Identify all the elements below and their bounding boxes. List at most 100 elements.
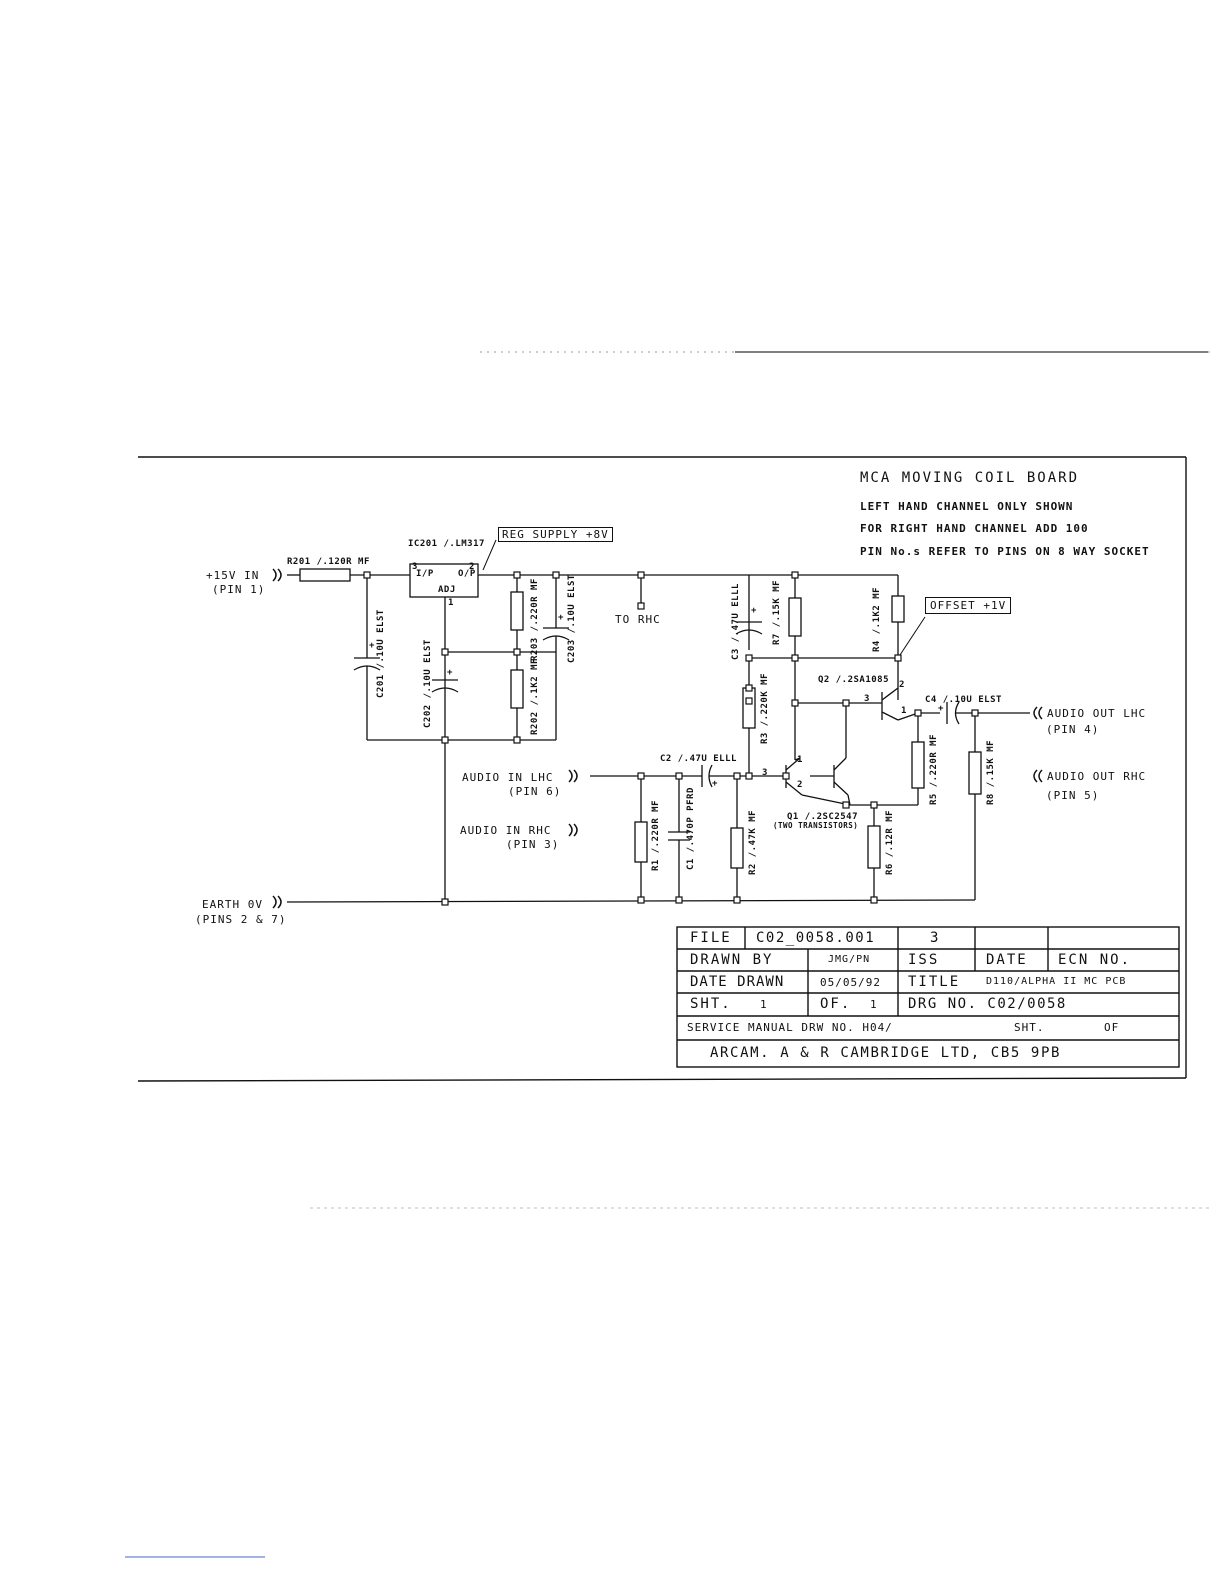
- q1-pin1: 1: [797, 755, 803, 765]
- c4-label: C4 /.10U ELST: [925, 695, 1002, 705]
- c201-label: C201 /.10U ELST: [376, 609, 386, 698]
- to-rhc-label: TO RHC: [615, 613, 661, 626]
- c3-plus: +: [751, 606, 757, 616]
- tb-file-value: C02_0058.001: [756, 930, 876, 946]
- tb-title-value: D110/ALPHA II MC PCB: [986, 976, 1127, 987]
- ic201-pin3: 3: [412, 562, 418, 572]
- q1-pin3: 3: [762, 768, 768, 778]
- note-pin-numbers: PIN No.s REFER TO PINS ON 8 WAY SOCKET: [860, 545, 1150, 558]
- input-section: [590, 764, 786, 900]
- r5-resistor: [911, 741, 925, 789]
- reg-leader: [482, 539, 497, 571]
- audio-out-rhc-label: AUDIO OUT RHC: [1047, 770, 1147, 783]
- junction-nodes: [363, 571, 979, 906]
- r6-resistor: [867, 825, 881, 869]
- tb-of-value: 1: [870, 998, 878, 1011]
- tb-title-label: TITLE: [908, 974, 961, 990]
- r202-label: R202 /.1K2 MF: [530, 658, 540, 735]
- r8-resistor: [968, 751, 982, 795]
- c203-plus: +: [558, 613, 564, 623]
- v15-in-label: +15V IN: [206, 569, 260, 582]
- note-left-channel: LEFT HAND CHANNEL ONLY SHOWN: [860, 500, 1074, 513]
- c202-plus: +: [447, 668, 453, 678]
- border-bottom: [137, 1077, 1187, 1082]
- q2-pin1: 1: [901, 706, 907, 716]
- tb-ecn-label: ECN NO.: [1058, 952, 1132, 968]
- r2-label: R2 /.47K MF: [748, 809, 758, 875]
- tb-service-of: OF: [1104, 1021, 1120, 1034]
- c2-plus: +: [712, 779, 718, 789]
- tb-service-label: SERVICE MANUAL DRW NO. H04/: [687, 1021, 893, 1034]
- tb-service-sht: SHT.: [1014, 1021, 1045, 1034]
- r202-resistor: [510, 669, 524, 709]
- q2-label: Q2 /.2SA1085: [818, 675, 890, 685]
- v15-pin-label: (PIN 1): [212, 583, 266, 596]
- audio-in-rhc-label: AUDIO IN RHC: [460, 824, 552, 837]
- note-right-channel: FOR RIGHT HAND CHANNEL ADD 100: [860, 522, 1089, 535]
- connector-symbols: [272, 568, 1043, 909]
- c201-plus: +: [369, 641, 375, 651]
- q1-pair: [785, 752, 851, 806]
- offset-leader: [897, 616, 926, 659]
- tb-iss-value: 3: [930, 930, 941, 946]
- r3-label: R3 /.220K MF: [760, 672, 770, 744]
- c203-label: C203 /.10U ELST: [567, 574, 577, 663]
- earth-label: EARTH 0V: [202, 898, 263, 911]
- tb-iss-label: ISS: [908, 952, 940, 968]
- q2-pin2: 2: [899, 680, 905, 690]
- ic201-in: I/P: [416, 569, 434, 579]
- lm317-block: [409, 563, 479, 598]
- q1-pin2: 2: [797, 780, 803, 790]
- tb-company: ARCAM. A & R CAMBRIDGE LTD, CB5 9PB: [710, 1045, 1062, 1061]
- r8-label: R8 /.15K MF: [986, 739, 996, 805]
- r7-branch: [788, 575, 802, 760]
- tb-date-drawn-value: 05/05/92: [820, 976, 881, 989]
- r1-label: R1 /.220R MF: [651, 799, 661, 871]
- ic201-pin1: 1: [448, 598, 454, 608]
- reg-supply-callout: REG SUPPLY +8V: [498, 527, 613, 542]
- c3-label: C3 /.47U ELLL: [731, 583, 741, 660]
- r201-resistor: [299, 568, 351, 582]
- r203-resistor: [510, 591, 524, 631]
- r5-label: R5 /.220R MF: [929, 733, 939, 805]
- audio-in-lhc-label: AUDIO IN LHC: [462, 771, 554, 784]
- tb-date-label: DATE: [986, 952, 1028, 968]
- earth-pins-label: (PINS 2 & 7): [195, 913, 287, 926]
- c3-branch: [735, 575, 898, 659]
- tb-date-drawn-label: DATE DRAWN: [690, 974, 785, 990]
- ic201-label: IC201 /.LM317: [408, 539, 485, 549]
- q2-area: [795, 687, 940, 806]
- r2-resistor: [730, 827, 744, 869]
- r3-branch: [742, 658, 756, 775]
- audio-out-lhc-label: AUDIO OUT LHC: [1047, 707, 1147, 720]
- r1-resistor: [634, 821, 648, 863]
- ic201-pin2: 2: [469, 562, 475, 572]
- c203-branch: [542, 575, 570, 740]
- r4-label: R4 /.1K2 MF: [872, 586, 882, 652]
- c202-branch: [431, 651, 556, 693]
- r203-r202-branch: [510, 575, 524, 740]
- tb-of-label: OF.: [820, 996, 852, 1012]
- tb-drg-no: DRG NO. C02/0058: [908, 996, 1067, 1012]
- c201-branch: [353, 575, 556, 741]
- r3-resistor: [742, 687, 756, 729]
- q1-label: Q1 /.2SC2547: [787, 812, 859, 822]
- audio-out-lhc-pin: (PIN 4): [1046, 723, 1100, 736]
- audio-out-rhc-pin: (PIN 5): [1046, 789, 1100, 802]
- r7-resistor: [788, 597, 802, 637]
- tb-sht-value: 1: [760, 998, 768, 1011]
- r201-label: R201 /.120R MF: [287, 557, 370, 567]
- q1-note: (TWO TRANSISTORS): [773, 821, 859, 830]
- tb-drawn-by-value: JMG/PN: [828, 954, 871, 965]
- r7-label: R7 /.15K MF: [772, 579, 782, 645]
- r203-label: R203 /.220R MF: [530, 578, 540, 661]
- c202-label: C202 /.10U ELST: [423, 639, 433, 728]
- audio-in-lhc-pin: (PIN 6): [508, 785, 562, 798]
- r6-label: R6 /.12R MF: [885, 809, 895, 875]
- title-block-grid: [676, 926, 1180, 1068]
- ic201-out: O/P: [458, 569, 476, 579]
- c1-label: C1 /.470P PFRD: [686, 787, 696, 870]
- c2-label: C2 /.47U ELLL: [660, 754, 737, 764]
- r6-branch: [867, 805, 881, 900]
